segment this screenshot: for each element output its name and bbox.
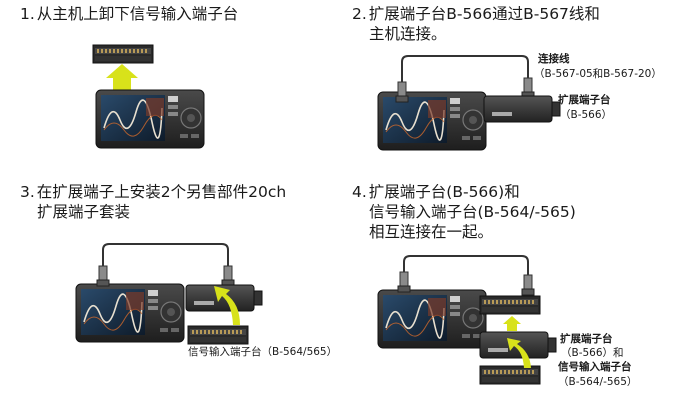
panel-3-illustration xyxy=(75,243,263,345)
up-arrow-small-icon xyxy=(503,316,521,331)
step-3-text: 3.在扩展端子上安装2个另售部件20ch 扩展端子套装 xyxy=(20,183,287,221)
ext-block-model-4: （B-566）和 xyxy=(561,347,624,359)
panel-2-illustration xyxy=(377,55,561,151)
up-arrow-icon xyxy=(106,64,138,90)
signal-block-label-3: 信号输入端子台（B-564/565） xyxy=(188,346,338,358)
cable-line xyxy=(102,243,229,285)
panel-4-illustration xyxy=(377,255,557,385)
step-4-text: 4.扩展端子台(B-566)和 信号输入端子台(B-564/-565) 相互连接… xyxy=(352,183,576,241)
cable-line xyxy=(401,55,529,96)
cable-title-label: 连接线 xyxy=(538,53,570,65)
ext-block-title-4: 扩展端子台 xyxy=(560,333,613,345)
cable-models-label: （B-567-05和B-567-20） xyxy=(534,68,662,80)
signal-block-title-4: 信号输入端子台 xyxy=(558,361,632,373)
ext-block-title-2: 扩展端子台 xyxy=(558,94,611,106)
curved-arrow-icon xyxy=(214,286,240,325)
cable-line xyxy=(403,255,529,294)
step-1-text: 1.从主机上卸下信号输入端子台 xyxy=(20,5,239,23)
curved-arrow-icon xyxy=(507,338,531,368)
signal-block-model-4: （B-564/-565） xyxy=(558,376,638,388)
ext-block-model-2: （B-566） xyxy=(560,109,613,121)
step-2-text: 2.扩展端子台B-566通过B-567线和 主机连接。 xyxy=(352,5,600,43)
panel-1-illustration xyxy=(92,44,205,149)
